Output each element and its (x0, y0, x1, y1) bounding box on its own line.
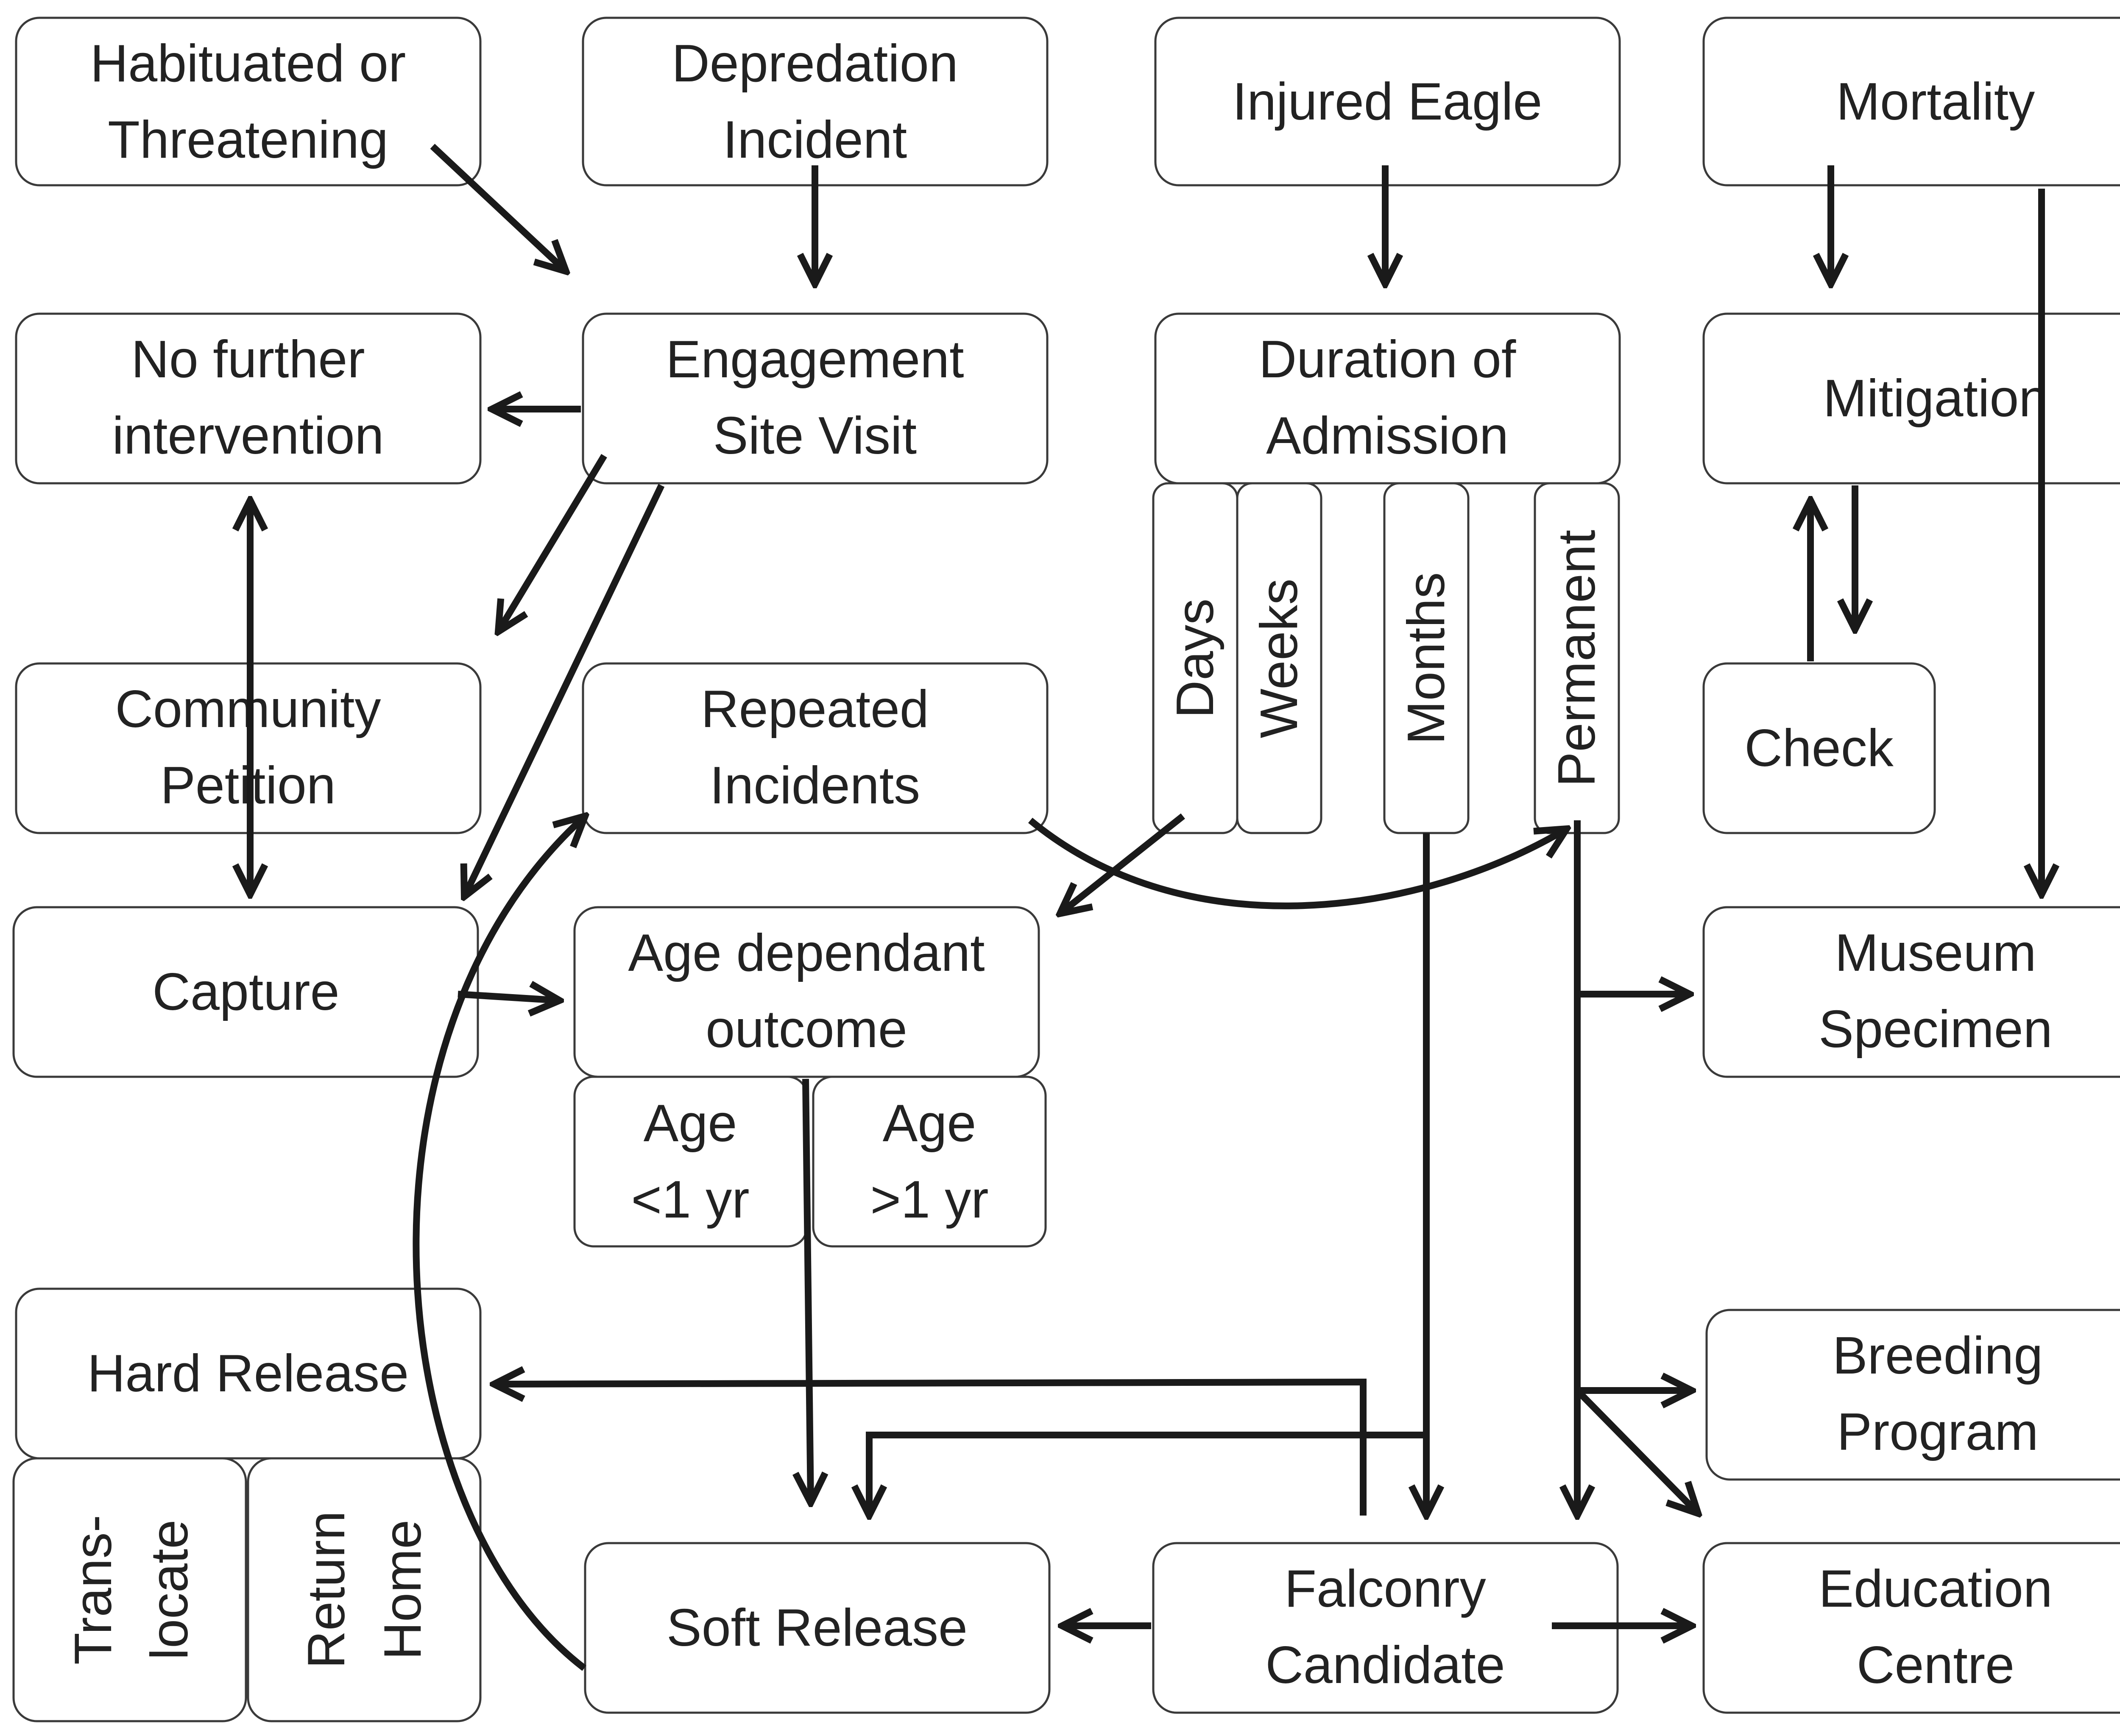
node-museum-line1: Museum (1835, 924, 2036, 982)
node-breeding-line2: Program (1837, 1403, 2038, 1461)
node-translocate: Trans- locate (12, 1457, 247, 1722)
node-capture: Capture (12, 906, 479, 1078)
node-education-centre: Education Centre (1702, 1542, 2120, 1714)
node-months-label: Months (1397, 572, 1456, 745)
node-return-home-line2: Home (374, 1520, 432, 1660)
node-age-under-1: Age <1 yr (573, 1076, 808, 1248)
node-permanent-label: Permanent (1548, 530, 1606, 787)
node-months: Months (1383, 482, 1470, 834)
node-engagement-line2: Site Visit (713, 407, 917, 465)
arrow-habituated-to-engagement (430, 144, 566, 271)
node-duration-line1: Duration of (1259, 330, 1516, 389)
node-repeated-line2: Incidents (710, 756, 920, 815)
node-permanent: Permanent (1534, 482, 1620, 834)
node-check-label: Check (1744, 719, 1894, 777)
node-habituated: Habituated or Threatening (15, 17, 482, 187)
node-weeks-label: Weeks (1250, 579, 1308, 738)
node-habituated-line2: Threatening (108, 111, 388, 169)
node-repeated-incidents: Repeated Incidents (582, 662, 1049, 834)
node-age-under-1-line2: <1 yr (631, 1170, 749, 1229)
node-age-dependant-line1: Age dependant (628, 924, 985, 982)
node-injured-eagle: Injured Eagle (1154, 17, 1621, 187)
node-falconry-line2: Candidate (1265, 1636, 1505, 1694)
node-falconry-candidate: Falconry Candidate (1152, 1542, 1619, 1714)
node-return-home: Return Home (247, 1457, 482, 1722)
node-translocate-line1: Trans- (64, 1515, 123, 1665)
node-duration: Duration of Admission (1154, 312, 1621, 485)
node-depredation-line2: Incident (723, 111, 907, 169)
node-mitigation: Mitigation (1702, 312, 2120, 485)
arrow-repeated-to-permanent (1028, 817, 1567, 909)
node-repeated-line1: Repeated (701, 680, 929, 738)
node-soft-release-label: Soft Release (667, 1599, 968, 1657)
node-check: Check (1702, 662, 1936, 834)
arrow-engagement-to-capture (464, 484, 665, 897)
node-weeks: Weeks (1236, 482, 1322, 834)
arrow-age-dependant-to-soft-release (806, 1078, 811, 1503)
node-breeding-line1: Breeding (1833, 1326, 2043, 1385)
node-falconry-line1: Falconry (1284, 1560, 1486, 1618)
node-mortality-line1: Mortality (1836, 72, 2035, 131)
node-age-dependant-line2: outcome (706, 1000, 907, 1059)
node-engagement: Engagement Site Visit (582, 312, 1049, 485)
node-breeding-program: Breeding Program (1705, 1309, 2120, 1481)
node-museum-line2: Specimen (1819, 1000, 2052, 1059)
node-age-over-1: Age >1 yr (812, 1076, 1047, 1248)
node-age-over-1-line2: >1 yr (870, 1170, 988, 1229)
arrow-permanent-to-education (1575, 1388, 1698, 1513)
node-no-further-line1: No further (131, 330, 365, 389)
node-days-label: Days (1166, 599, 1225, 719)
arrow-capture-to-age-dependant (457, 994, 560, 1000)
node-translocate-line2: locate (140, 1520, 199, 1660)
node-mitigation-line1: Mitigation (1823, 369, 2048, 428)
node-age-dependant: Age dependant outcome (573, 906, 1040, 1078)
arrow-engagement-to-community (498, 454, 607, 632)
node-depredation: Depredation Incident (582, 17, 1049, 187)
arrow-to-hard-release (494, 1382, 1367, 1516)
node-engagement-line1: Engagement (666, 330, 964, 389)
node-return-home-line1: Return (297, 1511, 356, 1669)
node-age-over-1-line1: Age (883, 1094, 976, 1153)
arrow-soft-release-to-repeated (413, 816, 585, 1671)
node-no-further-intervention: No further intervention (15, 312, 482, 485)
arrow-months-to-soft-release (869, 1432, 1426, 1516)
node-capture-label: Capture (152, 963, 339, 1021)
node-hard-release-label: Hard Release (87, 1344, 409, 1403)
node-injured-eagle-line1: Injured Eagle (1233, 72, 1543, 131)
arrow-days-to-age-dependant (1060, 813, 1185, 914)
node-no-further-line2: intervention (112, 407, 384, 465)
node-age-under-1-line1: Age (644, 1094, 737, 1153)
node-days: Days (1152, 482, 1239, 834)
node-education-line1: Education (1819, 1560, 2053, 1618)
node-education-line2: Centre (1857, 1636, 2014, 1694)
node-mortality: Mortality (1702, 17, 2120, 187)
node-depredation-line1: Depredation (672, 34, 958, 93)
node-museum-specimen: Museum Specimen (1702, 906, 2120, 1078)
node-soft-release: Soft Release (584, 1542, 1051, 1714)
node-hard-release: Hard Release (15, 1287, 482, 1460)
node-habituated-line1: Habituated or (90, 34, 406, 93)
node-duration-line2: Admission (1266, 407, 1509, 465)
